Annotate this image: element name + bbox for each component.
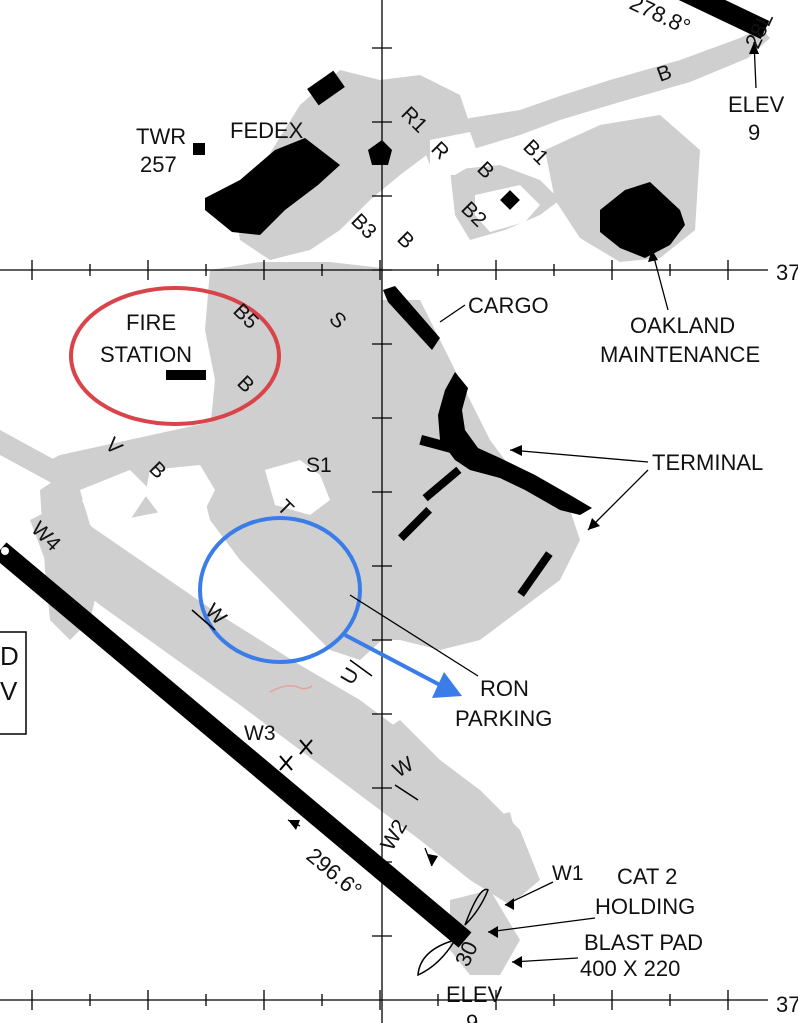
fire-label-1: FIRE	[126, 310, 176, 335]
pavement-holes	[80, 132, 540, 525]
tw-w3: W3	[244, 722, 276, 745]
runway-10r-28l	[678, 0, 770, 40]
tw-s1: S1	[306, 454, 332, 477]
ron-label-1: RON	[480, 676, 529, 701]
ron-parking-highlight-circle	[198, 516, 362, 664]
hold-short-markers	[191, 609, 419, 801]
terminal-label: TERMINAL	[652, 450, 763, 475]
runway-12-30	[0, 542, 472, 948]
elev-top-value: 9	[748, 120, 760, 145]
small-building-r	[368, 140, 392, 165]
ron-arrow	[344, 633, 462, 698]
runways	[0, 0, 770, 948]
elev-bottom-value: 9	[466, 1010, 478, 1023]
cargo-label: CARGO	[468, 293, 549, 318]
pier-b	[422, 466, 462, 502]
tw-b1: B1	[518, 135, 552, 169]
pavement	[0, 28, 770, 975]
elev-bottom-label: ELEV	[446, 982, 503, 1007]
red-scribble	[269, 685, 313, 693]
maintenance-hangar	[600, 182, 685, 258]
twr-elev-label: 257	[140, 152, 177, 177]
pier-d	[419, 434, 461, 456]
graticule-ticks	[31, 47, 729, 1010]
oakland-label-2: MAINTENANCE	[600, 342, 760, 367]
box-label-top: D	[0, 641, 19, 671]
tw-w1: W1	[552, 862, 584, 885]
twr-label: TWR	[136, 124, 186, 149]
fire-station-highlight-circle	[69, 286, 281, 426]
blast-label-1: BLAST PAD	[584, 930, 703, 955]
leader-arrowheads	[288, 42, 759, 968]
fedex-shed	[307, 70, 345, 106]
lat-label-top: 37	[776, 260, 798, 285]
twr-square	[193, 143, 205, 155]
oakland-label-1: OAKLAND	[630, 313, 735, 338]
hdg-top-label: 278.8°	[626, 0, 694, 40]
left-edge-box	[0, 631, 27, 735]
pier-c	[517, 551, 553, 597]
fire-label-2: STATION	[100, 342, 192, 367]
ron-label-2: PARKING	[455, 706, 552, 731]
cat2-label-2: HOLDING	[595, 894, 695, 919]
blast-pad-outline	[417, 888, 489, 977]
blast-label-2: 400 X 220	[580, 956, 680, 981]
box-label-bottom: V	[0, 676, 18, 706]
cargo-building	[383, 286, 440, 350]
lat-label-bottom: 37	[776, 992, 798, 1017]
tw-b-low: B	[392, 227, 418, 253]
terminal-building	[438, 372, 592, 515]
pier-a	[398, 507, 432, 541]
fire-station-building	[166, 370, 206, 380]
buildings	[166, 70, 685, 597]
runway-end-marker	[1, 547, 9, 555]
fedex-label: FEDEX	[230, 118, 304, 143]
elev-top-label: ELEV	[728, 92, 785, 117]
fedex-building	[205, 138, 340, 235]
cat2-label-1: CAT 2	[617, 864, 677, 889]
hold-x-marks	[279, 739, 313, 771]
